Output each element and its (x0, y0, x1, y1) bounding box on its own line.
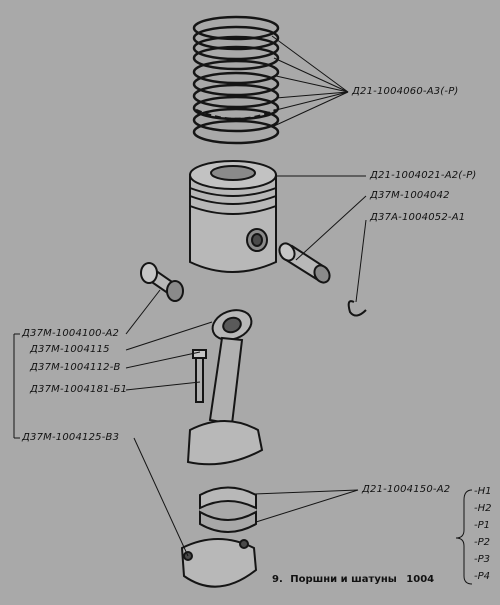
label-nut: Д37М-1004112-В (30, 362, 121, 373)
label-bushing: Д37М-1004100-А2 (22, 328, 120, 339)
figure-number: 9 (272, 574, 279, 585)
figure-title: Поршни и шатуны (290, 574, 397, 585)
bearing-shells (199, 486, 257, 533)
figure-caption: 9. Поршни и шатуны 1004 (272, 574, 435, 585)
grade-item: -Р4 (474, 571, 491, 582)
leader-lines (13, 175, 473, 585)
connecting-rod (186, 309, 264, 466)
label-bolt: Д37М-1004181-Б1 (30, 384, 128, 395)
circlip (347, 300, 367, 317)
rod-bolt (192, 349, 207, 403)
rod-cap (180, 538, 258, 588)
rings-leaders (271, 35, 349, 127)
label-rings: Д21-1004060-А3(-Р) (352, 86, 459, 97)
piston (189, 160, 277, 273)
label-bearing: Д21-1004150-А2 (362, 484, 451, 495)
label-pin: Д37М-1004042 (370, 190, 450, 201)
figure-group: 1004 (406, 574, 435, 585)
grade-item: -Н1 (474, 486, 492, 497)
grade-item: -Р1 (474, 520, 491, 531)
piston-rings (192, 15, 280, 145)
piston-pin (278, 242, 331, 284)
label-rod: Д37М-1004115 (30, 344, 110, 355)
grade-item: -Р3 (474, 554, 491, 565)
label-cap: Д37М-1004125-В3 (22, 432, 120, 443)
label-piston: Д21-1004021-А2(-Р) (370, 170, 477, 181)
grade-item: -Р2 (474, 537, 491, 548)
label-circlip: Д37А-1004052-А1 (370, 212, 466, 223)
grade-item: -Н2 (474, 503, 492, 514)
small-end-bushing (140, 262, 184, 302)
